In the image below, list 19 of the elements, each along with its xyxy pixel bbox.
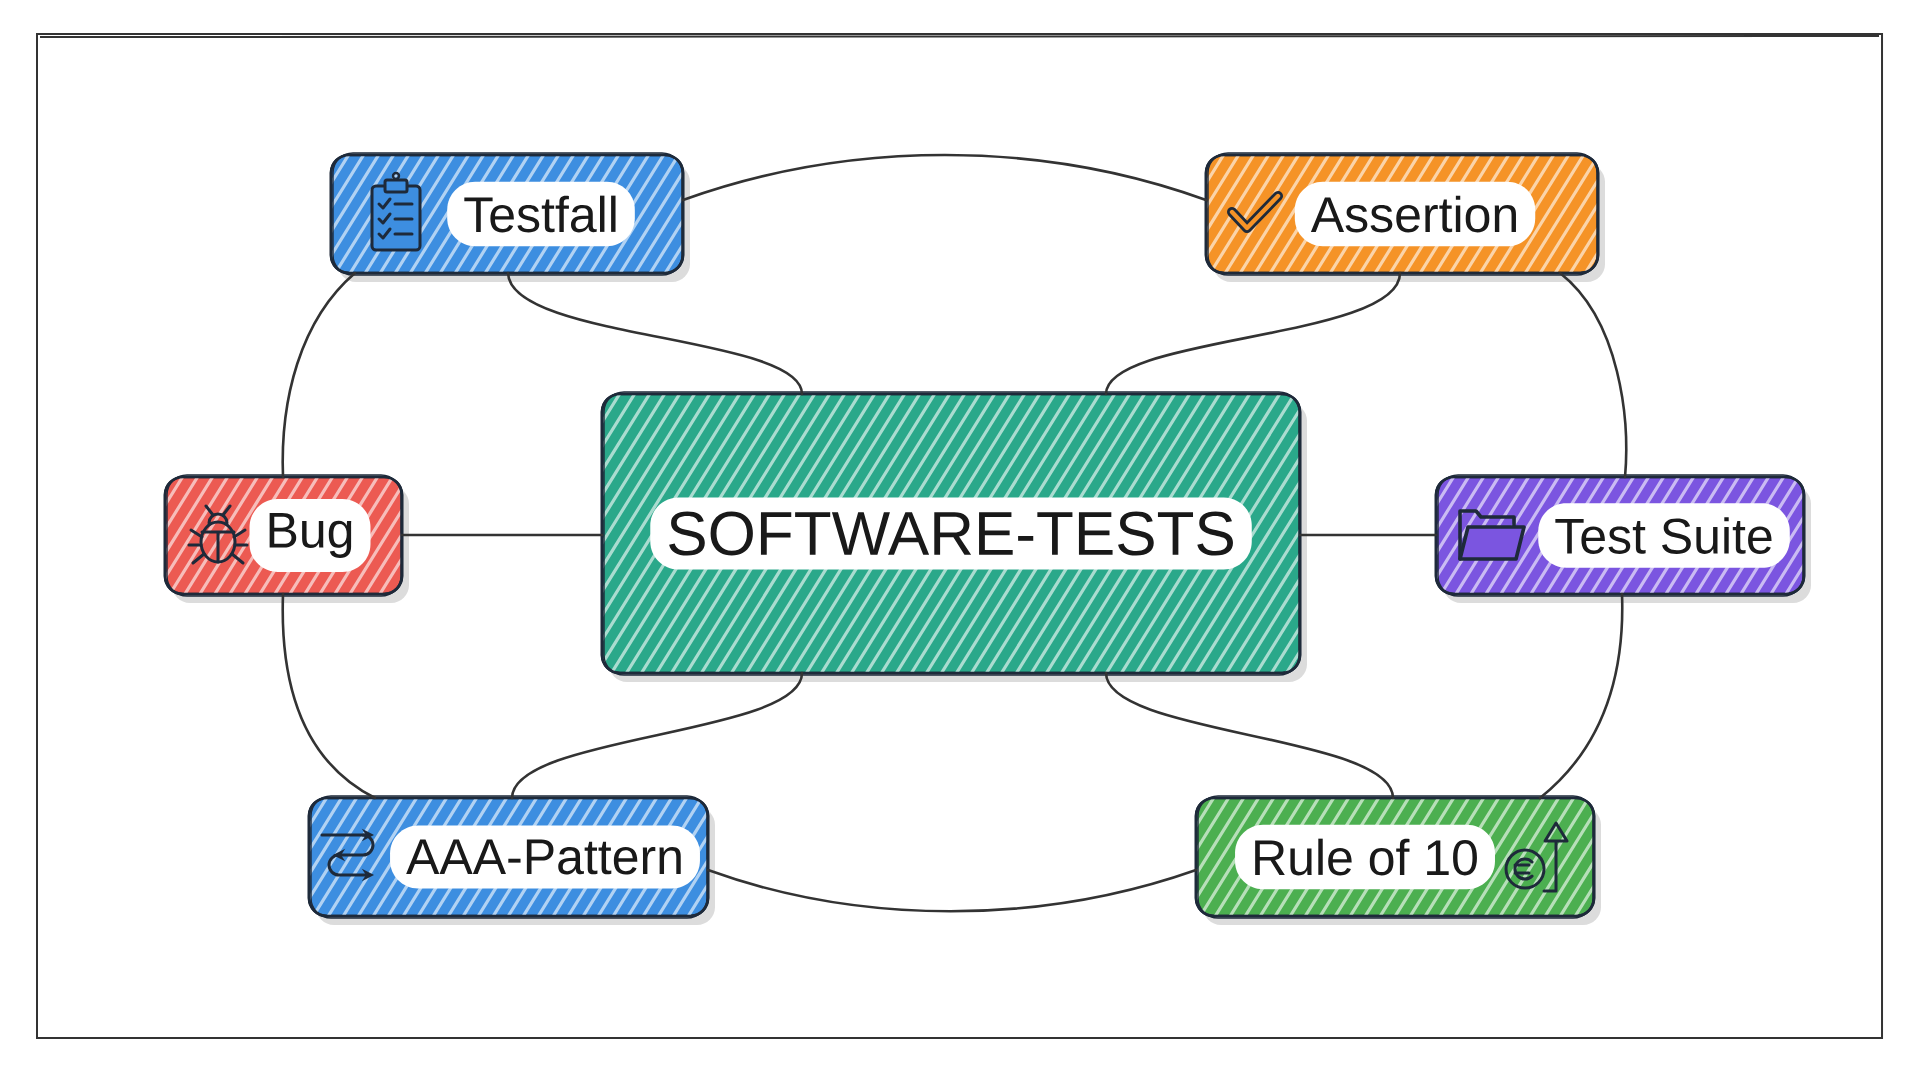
topic-box: Testfall — [329, 152, 690, 282]
connector-line — [400, 533, 604, 537]
connector-line — [281, 271, 357, 479]
topic-box: Assertion — [1204, 152, 1605, 282]
connector-line — [506, 271, 804, 396]
connector-line — [706, 868, 1198, 913]
connector-line — [1104, 671, 1395, 800]
topic-box: AAA-Pattern — [307, 795, 715, 925]
connector-line — [1298, 533, 1438, 537]
topic-box: Test Suite — [1434, 474, 1812, 603]
topic-box: Bug — [163, 474, 409, 603]
central-box: SOFTWARE-TESTS — [600, 391, 1307, 682]
connector-line — [1538, 592, 1624, 800]
connector-line — [281, 592, 377, 800]
connector-line — [681, 153, 1208, 202]
topic-box: Rule of 10 — [1194, 795, 1601, 925]
connector-line — [510, 671, 804, 800]
connector-line — [1558, 271, 1628, 479]
connector-line — [1104, 271, 1402, 396]
